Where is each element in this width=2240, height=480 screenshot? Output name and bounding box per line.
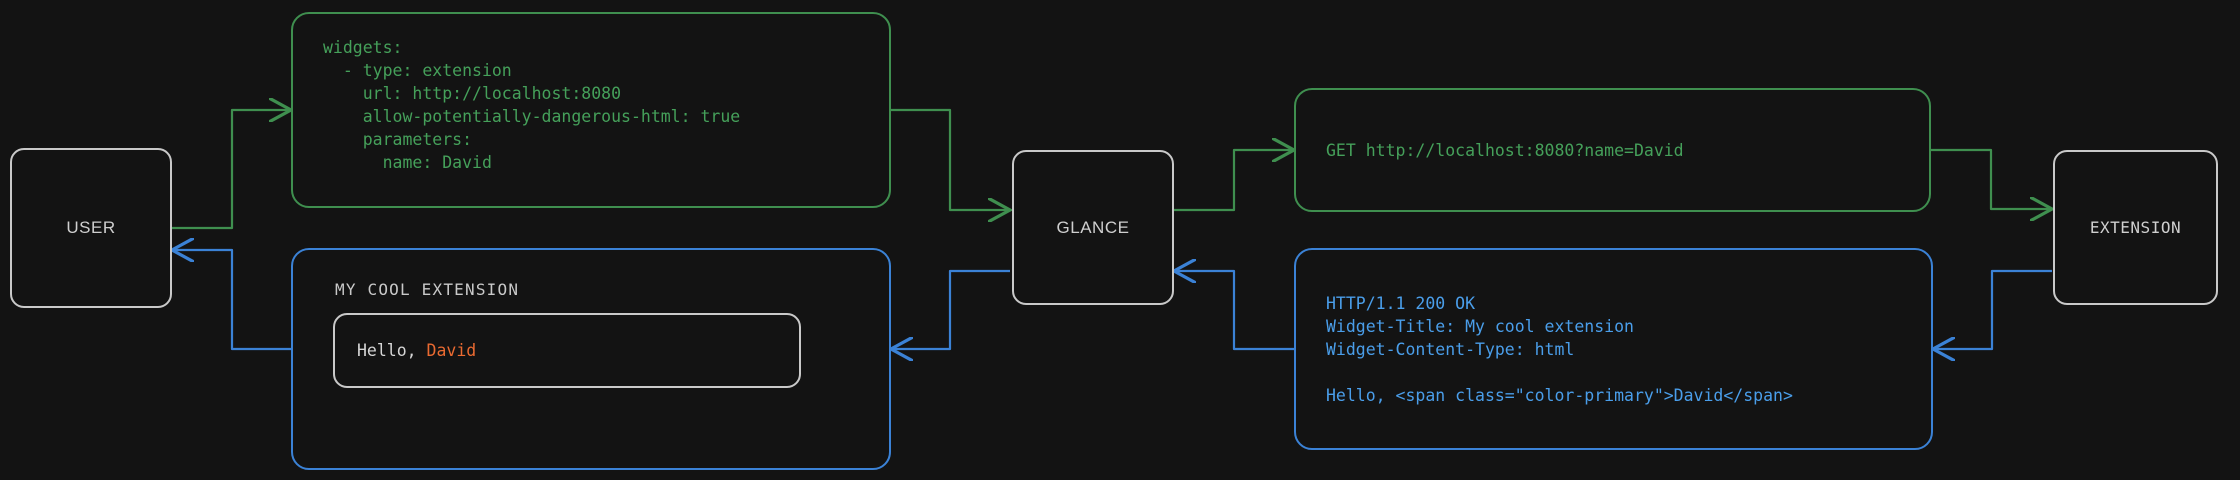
node-extension[interactable]: EXTENSION [2053, 150, 2218, 305]
widget-preview-title: MY COOL EXTENSION [335, 280, 520, 299]
edge-config-to-glance [891, 108, 1010, 210]
edge-glance-to-widget [891, 269, 1010, 349]
widget-preview-greeting: Hello, [357, 341, 427, 360]
widget-preview-block: MY COOL EXTENSION Hello, David [291, 248, 891, 470]
node-user-label: USER [66, 218, 116, 237]
widget-preview-inner: Hello, David [333, 313, 801, 388]
edge-request-to-extension [1931, 148, 2052, 209]
edge-user-to-config [172, 110, 291, 230]
http-request-block: GET http://localhost:8080?name=David [1294, 88, 1931, 212]
widget-preview-name: David [426, 341, 477, 360]
edge-widget-to-user [172, 250, 291, 351]
http-response-text: HTTP/1.1 200 OK Widget-Title: My cool ex… [1326, 293, 1793, 405]
config-yaml-block: widgets: - type: extension url: http://l… [291, 12, 891, 208]
node-extension-label: EXTENSION [2089, 218, 2182, 237]
edge-extension-to-response [1933, 269, 2052, 349]
node-glance-label: GLANCE [1056, 217, 1130, 237]
config-yaml-text: widgets: - type: extension url: http://l… [323, 38, 741, 172]
http-response-block: HTTP/1.1 200 OK Widget-Title: My cool ex… [1294, 248, 1933, 450]
edge-glance-to-request [1174, 150, 1294, 212]
node-user[interactable]: USER [10, 148, 172, 308]
node-glance[interactable]: GLANCE [1012, 150, 1174, 305]
http-request-text: GET http://localhost:8080?name=David [1326, 140, 1684, 160]
edge-response-to-glance [1174, 271, 1294, 351]
